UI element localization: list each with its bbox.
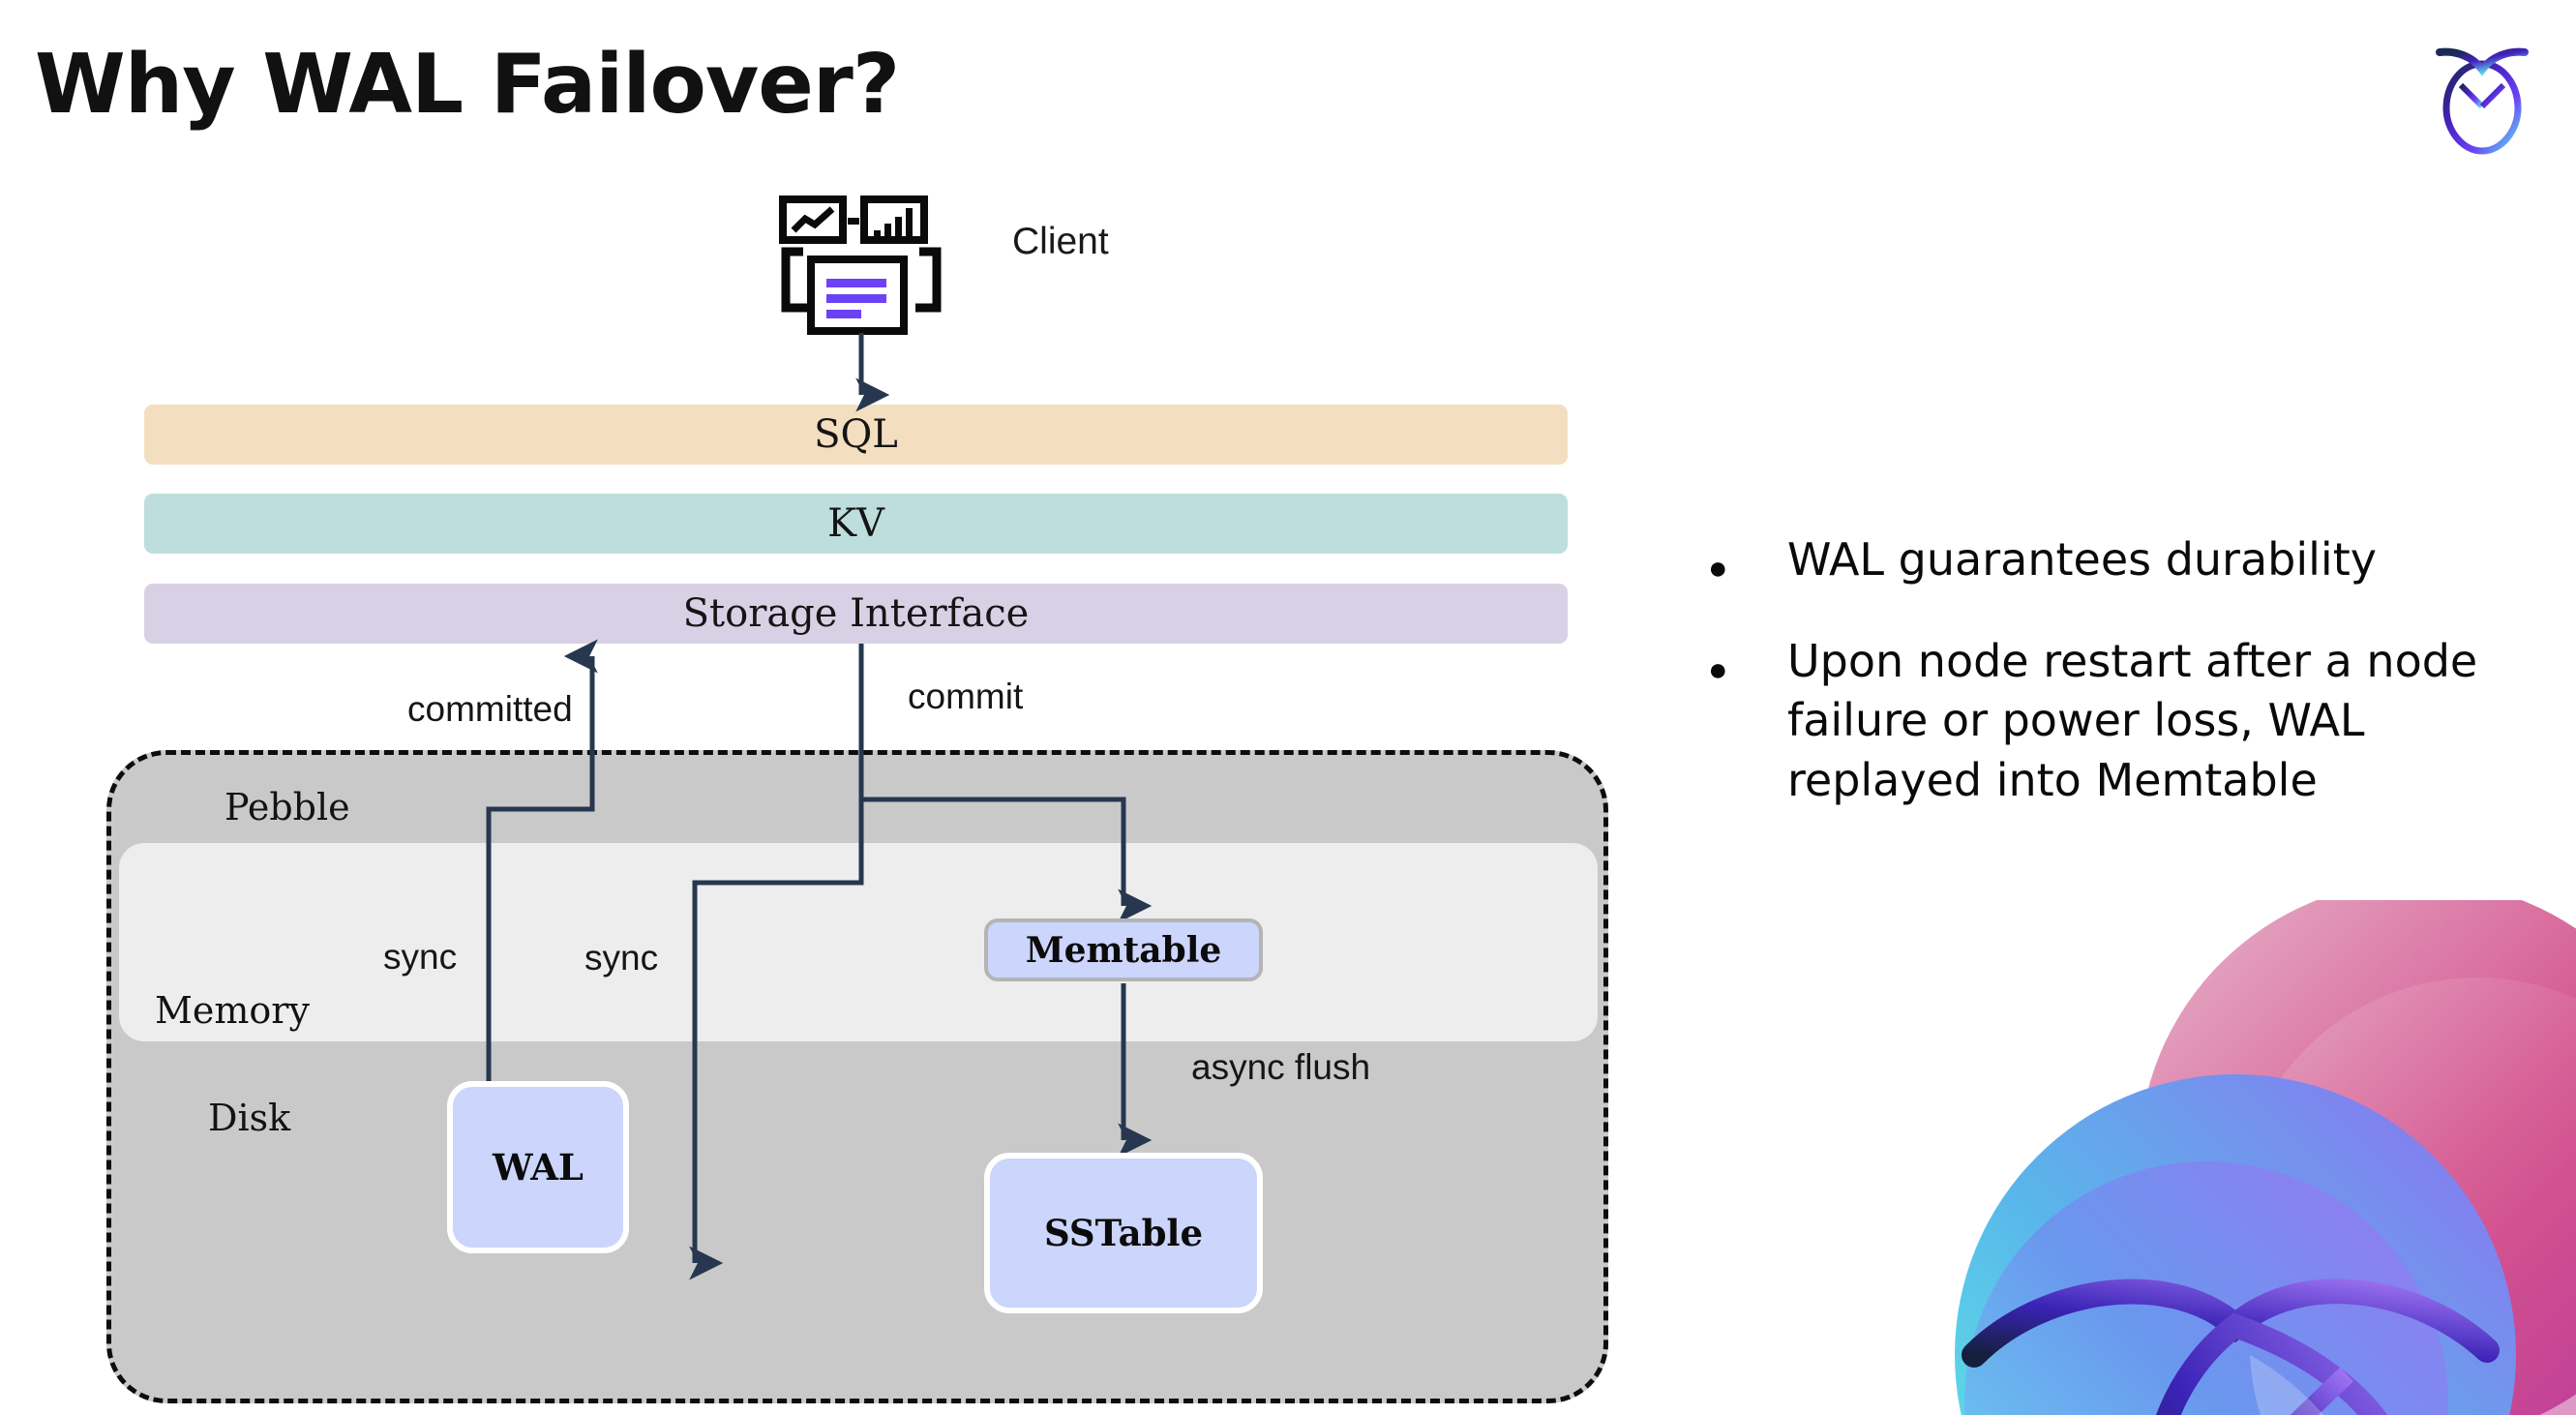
edge-label-sync-1: sync <box>383 937 458 977</box>
bullet-marker-icon: ● <box>1708 651 1728 689</box>
cockroachdb-logo-icon <box>2414 31 2550 166</box>
layer-bar-storage-interface-label: Storage Interface <box>682 591 1030 636</box>
list-item: ● Upon node restart after a node failure… <box>1708 632 2501 810</box>
layer-bar-kv: KV <box>144 494 1568 554</box>
pebble-label: Pebble <box>225 786 350 828</box>
layer-bar-storage-interface: Storage Interface <box>144 584 1568 644</box>
edge-label-async-flush: async flush <box>1191 1047 1371 1087</box>
memory-region <box>119 843 1598 1041</box>
bullet-marker-icon: ● <box>1708 550 1728 587</box>
list-item: ● WAL guarantees durability <box>1708 530 2501 589</box>
disk-label: Disk <box>208 1097 291 1139</box>
bullet-text: Upon node restart after a node failure o… <box>1787 635 2478 806</box>
edge-label-committed: committed <box>407 689 573 729</box>
entity-sstable-label: SSTable <box>1043 1212 1204 1254</box>
memory-label: Memory <box>155 989 310 1032</box>
bullet-text: WAL guarantees durability <box>1787 533 2377 586</box>
bullet-list: ● WAL guarantees durability ● Upon node … <box>1708 530 2501 853</box>
decorative-corner-graphic <box>1916 900 2576 1415</box>
edge-label-commit: commit <box>908 677 1024 716</box>
client-label: Client <box>1012 221 1109 262</box>
page-title: Why WAL Failover? <box>35 37 900 133</box>
edge-label-sync-2: sync <box>584 938 659 978</box>
entity-sstable[interactable]: SSTable <box>984 1153 1263 1313</box>
entity-memtable[interactable]: Memtable <box>984 918 1263 981</box>
layer-bar-sql: SQL <box>144 405 1568 465</box>
entity-wal[interactable]: WAL <box>447 1081 629 1253</box>
client-dashboard-icon <box>774 194 948 337</box>
entity-wal-label: WAL <box>493 1146 584 1189</box>
layer-bar-sql-label: SQL <box>814 412 898 457</box>
layer-bar-kv-label: KV <box>827 501 884 546</box>
entity-memtable-label: Memtable <box>1025 929 1222 971</box>
